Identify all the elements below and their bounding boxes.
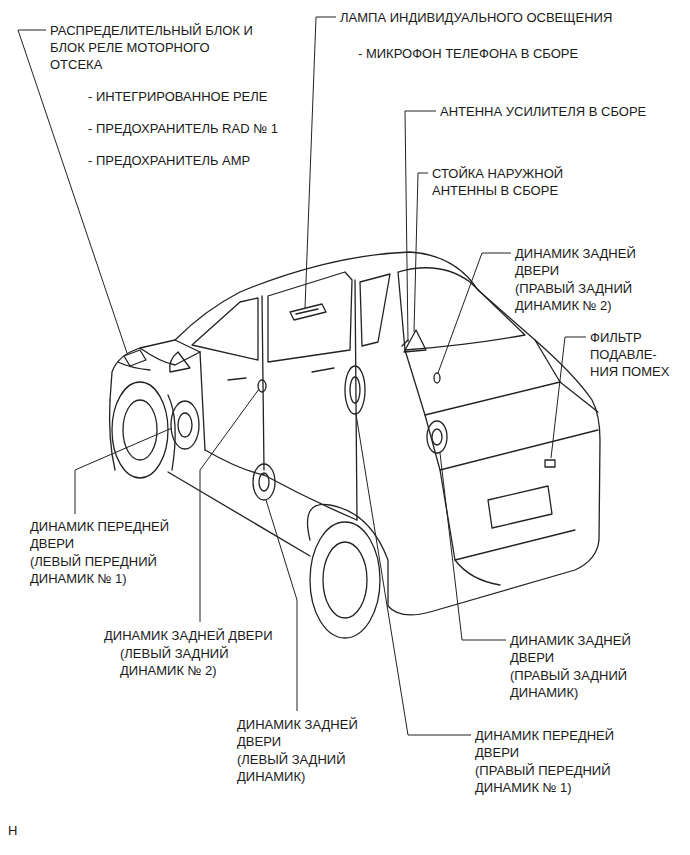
part-note: (ПРАВЫЙ ЗАДНИЙ ДИНАМИК) [510,667,658,701]
part-label: ФИЛЬТР ПОДАВЛЕ-НИЯ ПОМЕХ [590,329,672,380]
part-label: ДИНАМИК ЗАДНЕЙ ДВЕРИ [237,716,379,750]
part-label: СТОЙКА НАРУЖНОЙ АНТЕННЫ В СБОРЕ [432,165,587,199]
part-note: (ПРАВЫЙ ЗАДНИЙ ДИНАМИК № 2) [515,280,663,314]
part-label: ДИНАМИК ПЕРЕДНЕЙ ДВЕРИ [475,727,635,761]
part-label: ДИНАМИК ЗАДНЕЙ ДВЕРИ [104,627,273,644]
part-label: ДИНАМИК ЗАДНЕЙ ДВЕРИ [515,245,655,279]
sub-part-label: - ПРЕДОХРАНИТЕЛЬ RAD № 1 [88,120,278,137]
part-label: ЛАМПА ИНДИВИДУАЛЬНОГО ОСВЕЩЕНИЯ [340,9,612,26]
part-note: (ЛЕВЫЙ ПЕРЕДНИЙ ДИНАМИК № 1) [30,553,188,587]
part-label: ДИНАМИК ПЕРЕДНЕЙ ДВЕРИ [30,518,188,552]
figure-code: H [8,822,17,839]
part-label: ДИНАМИК ЗАДНЕЙ ДВЕРИ [510,632,652,666]
part-note: (ЛЕВЫЙ ЗАДНИЙ ДИНАМИК) [237,751,379,785]
sub-part-label: - МИКРОФОН ТЕЛЕФОНА В СБОРЕ [358,45,578,62]
part-note: (ЛЕВЫЙ ЗАДНИЙ ДИНАМИК № 2) [120,645,262,679]
sub-part-label: - ИНТЕГРИРОВАННОЕ РЕЛЕ [88,88,267,105]
part-label: АНТЕННА УСИЛИТЕЛЯ В СБОРЕ [440,103,646,120]
part-label: РАСПРЕДЕЛИТЕЛЬНЫЙ БЛОК И БЛОК РЕЛЕ МОТОР… [50,22,262,73]
sub-part-label: - ПРЕДОХРАНИТЕЛЬ AMP [88,152,250,169]
part-note: (ПРАВЫЙ ПЕРЕДНИЙ ДИНАМИК № 1) [475,762,643,796]
